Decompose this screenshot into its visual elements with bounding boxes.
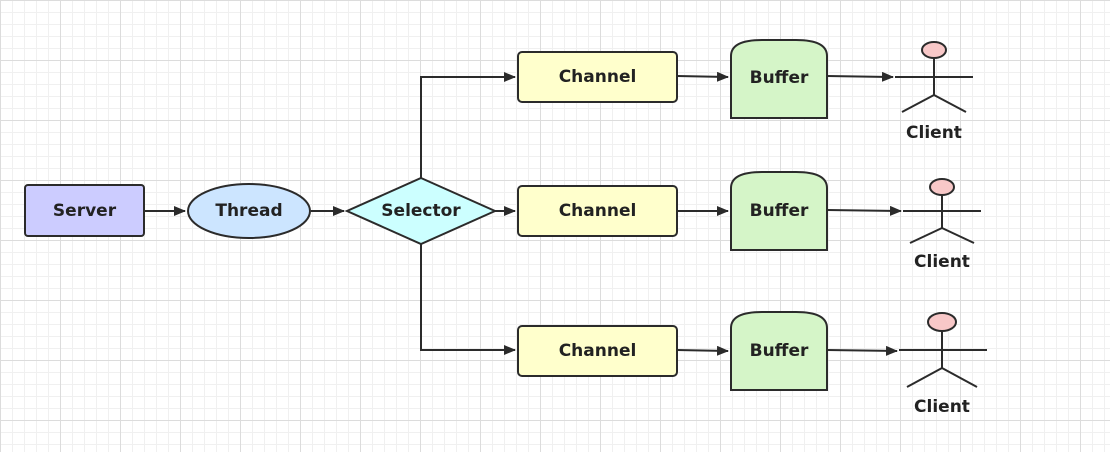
client-actor-3: Client	[899, 312, 987, 417]
edge-selector-channel-3	[420, 244, 516, 355]
client-leg-left	[906, 367, 943, 388]
channel-box	[517, 185, 678, 237]
channel-node-2: Channel	[517, 185, 678, 237]
thread-label: Thread	[215, 201, 282, 221]
client-actor-1: Client	[895, 41, 973, 143]
buffer-node-1: Buffer	[730, 39, 828, 119]
channel-label: Channel	[559, 341, 637, 361]
buffer-label: Buffer	[750, 341, 809, 361]
server-label: Server	[53, 201, 117, 221]
edge-buffer-client-1	[826, 71, 894, 82]
selector-node: Selector	[344, 176, 498, 246]
channel-box	[517, 51, 678, 103]
channel-box	[517, 325, 678, 377]
buffer-shape	[730, 171, 828, 251]
edges	[144, 71, 902, 356]
client-leg-right	[933, 94, 967, 113]
channel-node-1: Channel	[517, 51, 678, 103]
client-label: Client	[914, 397, 970, 417]
edge-channel-buffer-3	[676, 345, 729, 356]
edge-buffer-client-2	[826, 205, 902, 216]
selector-diamond	[344, 176, 498, 246]
channel-label: Channel	[559, 67, 637, 87]
client-leg-left	[909, 227, 943, 244]
server-node: Server	[24, 184, 145, 237]
client-label: Client	[906, 123, 962, 143]
client-leg-right	[941, 367, 978, 388]
buffer-label: Buffer	[750, 68, 809, 88]
thread-node: Thread	[187, 183, 311, 239]
client-leg-right	[941, 227, 975, 244]
buffer-node-2: Buffer	[730, 171, 828, 251]
edge-channel-buffer-1	[676, 71, 729, 82]
buffer-node-3: Buffer	[730, 311, 828, 391]
buffer-shape	[730, 311, 828, 391]
channel-node-3: Channel	[517, 325, 678, 377]
selector-label: Selector	[381, 201, 461, 221]
client-head-icon	[921, 41, 947, 59]
client-head-icon	[927, 312, 957, 332]
edge-buffer-client-3	[826, 345, 898, 356]
client-actor-2: Client	[903, 178, 981, 272]
client-leg-left	[901, 94, 935, 113]
buffer-label: Buffer	[750, 201, 809, 221]
client-label: Client	[914, 252, 970, 272]
client-head-icon	[929, 178, 955, 196]
server-box	[24, 184, 145, 237]
thread-ellipse	[187, 183, 311, 239]
channel-label: Channel	[559, 201, 637, 221]
buffer-shape	[730, 39, 828, 119]
edge-selector-channel-1	[420, 72, 516, 178]
